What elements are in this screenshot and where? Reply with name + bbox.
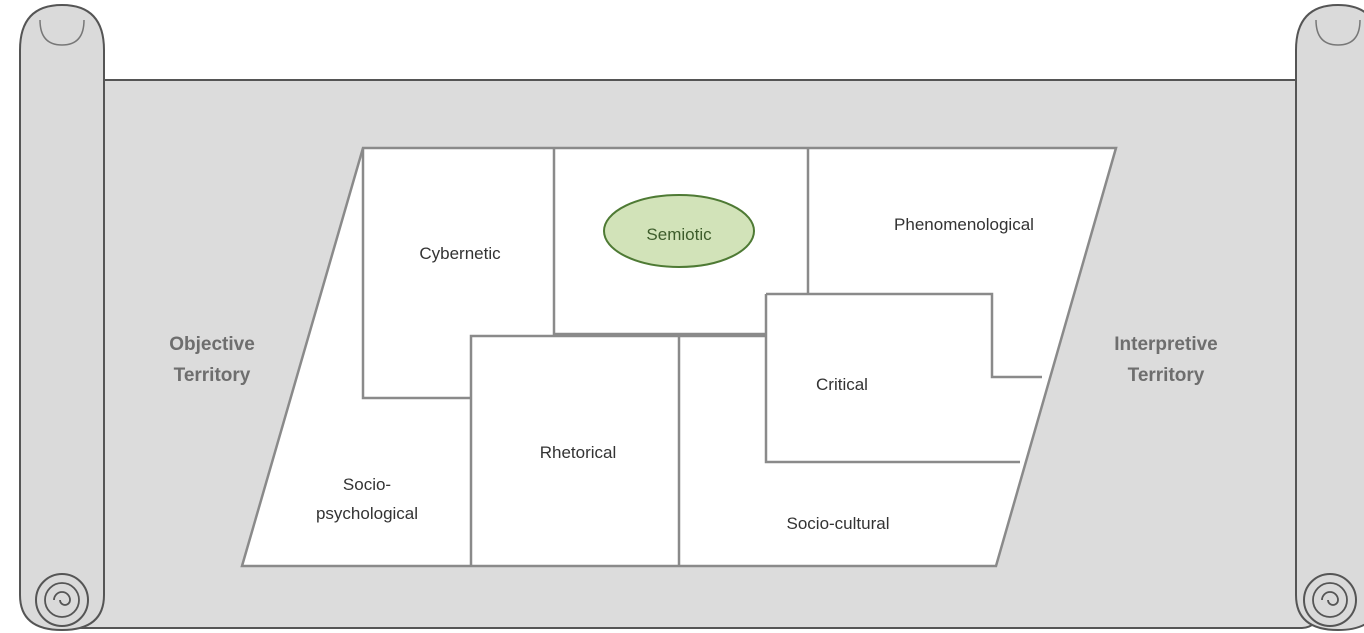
semiotic-highlight [603, 194, 755, 268]
left-scroll-roll [19, 3, 105, 632]
tradition-rhetorical: Rhetorical [540, 443, 617, 462]
tradition-semiotic: Semiotic [646, 225, 712, 244]
tradition-socio-cultural: Socio-cultural [787, 514, 890, 533]
region-dividers [361, 148, 1042, 566]
right-scroll-curl-icon [1303, 573, 1357, 627]
tradition-cybernetic: Cybernetic [419, 244, 501, 263]
interpretive-territory-label-line2: Territory [1128, 365, 1205, 386]
objective-territory-label-line2: Territory [174, 365, 251, 386]
tradition-socio-psychological-line1: Socio- [343, 475, 391, 494]
tradition-socio-psychological-line2: psychological [316, 504, 418, 523]
left-scroll-curl-icon [35, 573, 89, 627]
tradition-phenomenological: Phenomenological [894, 215, 1034, 234]
interpretive-territory-label-line1: Interpretive [1114, 334, 1217, 355]
objective-territory-label-line1: Objective [169, 334, 255, 355]
right-scroll-roll [1295, 3, 1364, 632]
tradition-critical: Critical [816, 375, 868, 394]
